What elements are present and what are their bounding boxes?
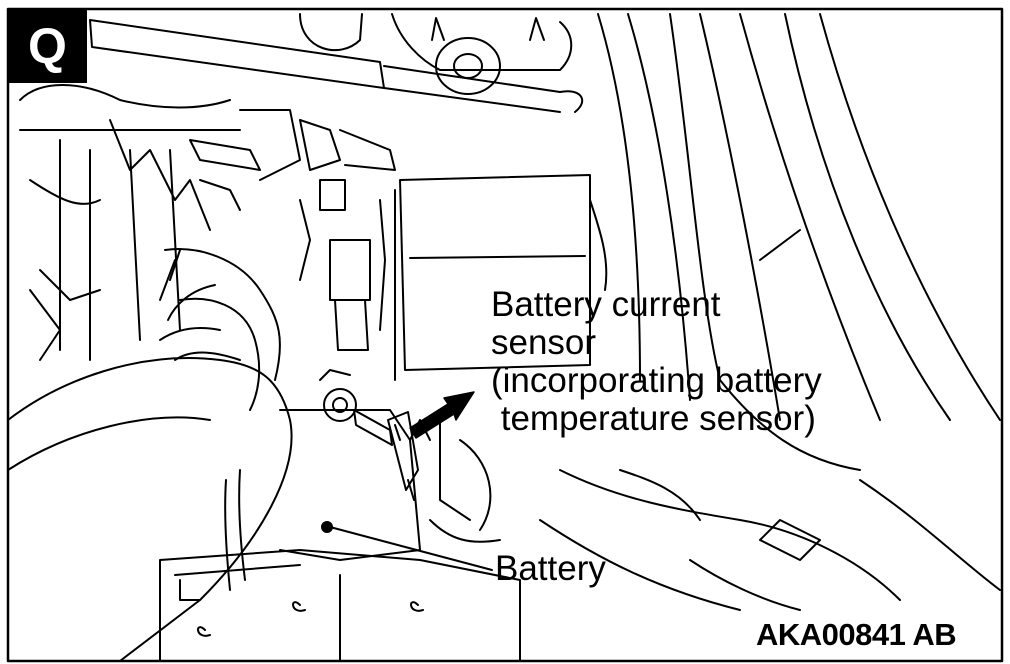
leader-lines — [329, 526, 493, 571]
air-duct — [7, 357, 293, 662]
misc-connectors — [429, 419, 501, 543]
fender-lines — [589, 13, 1001, 471]
current-sensor-label-line4: temperature sensor) — [491, 399, 816, 438]
figure-frame — [6, 7, 1004, 663]
battery-leader-line — [329, 526, 493, 571]
wheel-well — [539, 469, 1001, 611]
figure-code: AKA00841 AB — [756, 617, 957, 652]
battery-tray — [159, 549, 521, 662]
strut-bar — [89, 19, 584, 113]
relay-stack — [299, 119, 396, 351]
battery-label: Battery — [495, 549, 606, 588]
battery-body — [279, 409, 431, 561]
section-tag-box — [8, 9, 87, 83]
current-sensor-label-line1: Battery current — [491, 285, 721, 324]
callout-arrow — [409, 391, 475, 439]
current-sensor-part — [319, 369, 419, 501]
section-tag-letter: Q — [28, 18, 67, 74]
current-sensor-label-line2: sensor — [491, 323, 597, 362]
battery-box-lid — [394, 174, 591, 381]
current-sensor-label: Battery current sensor (incorporating ba… — [491, 286, 822, 438]
strut-tower — [299, 13, 573, 95]
intake-hose — [159, 248, 281, 411]
radiator-area — [19, 84, 301, 361]
current-sensor-label-line3: (incorporating battery — [491, 361, 822, 400]
